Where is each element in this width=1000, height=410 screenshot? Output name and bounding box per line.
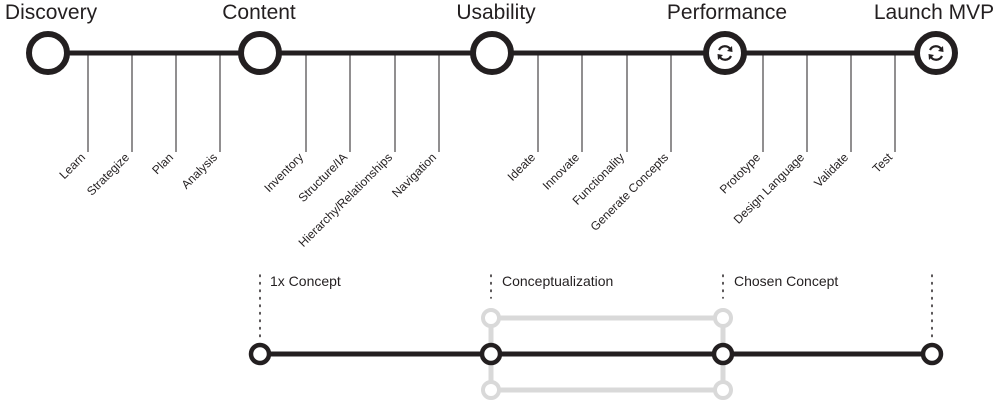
task-label: Navigation bbox=[389, 150, 439, 200]
phase-label-launch-mvp: Launch MVP bbox=[874, 1, 994, 24]
task-label: Learn bbox=[57, 150, 89, 182]
phase-node-discovery bbox=[26, 31, 70, 75]
concept-label-1x-concept: 1x Concept bbox=[270, 273, 341, 289]
concept-node-start bbox=[248, 342, 272, 366]
alternate-node bbox=[713, 308, 733, 328]
phase-node-launch bbox=[914, 31, 958, 75]
refresh-icon bbox=[928, 45, 944, 61]
concept-node-chosen bbox=[711, 342, 735, 366]
phase-node-content bbox=[238, 31, 282, 75]
phase-label-content: Content bbox=[222, 1, 296, 24]
task-ticks bbox=[87, 55, 896, 152]
task-label: Generate Concepts bbox=[588, 150, 671, 233]
concept-label-chosen-concept: Chosen Concept bbox=[734, 273, 838, 289]
task-label: Prototype bbox=[717, 150, 763, 196]
refresh-icon bbox=[717, 45, 733, 61]
concept-label-conceptualization: Conceptualization bbox=[502, 273, 613, 289]
concept-node-conceptualization bbox=[479, 342, 503, 366]
alternate-node bbox=[481, 308, 501, 328]
phase-node-performance bbox=[703, 31, 747, 75]
task-label: Ideate bbox=[505, 150, 539, 184]
phase-label-usability: Usability bbox=[456, 1, 536, 24]
phase-node-usability bbox=[470, 31, 514, 75]
task-label: Strategize bbox=[84, 150, 132, 198]
task-label: Test bbox=[870, 150, 896, 176]
phase-label-discovery: Discovery bbox=[5, 1, 98, 24]
alternate-node bbox=[481, 380, 501, 400]
task-label: Inventory bbox=[261, 150, 306, 195]
task-label: Plan bbox=[149, 150, 176, 177]
phase-label-performance: Performance bbox=[667, 1, 787, 24]
task-label: Validate bbox=[811, 150, 851, 190]
task-label: Innovate bbox=[540, 150, 583, 193]
concept-node-end bbox=[920, 342, 944, 366]
alternate-node bbox=[713, 380, 733, 400]
task-label: Hierarchy/Relationships bbox=[296, 150, 396, 250]
stage-markers bbox=[259, 274, 933, 341]
task-label: Analysis bbox=[179, 150, 220, 191]
